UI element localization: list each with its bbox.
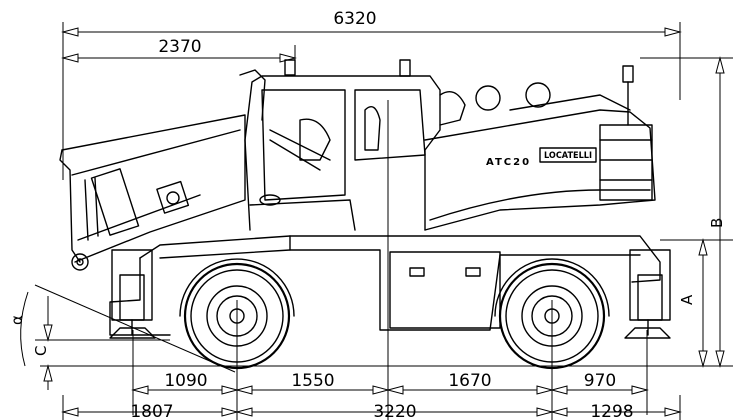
bottom-dimensions-row1: 1090 1550 1670 970 xyxy=(131,240,649,420)
overall-length-dimension: 6320 xyxy=(61,9,682,180)
front-to-axle-value: 1807 xyxy=(130,402,173,420)
front-outrigger xyxy=(109,249,156,339)
boom-overhang-dimension: 2370 xyxy=(61,37,297,70)
boom-overhang-value: 2370 xyxy=(158,37,201,57)
rear-outrigger xyxy=(624,249,671,339)
overall-length-value: 6320 xyxy=(333,9,376,29)
rear-wheel xyxy=(494,258,610,370)
height-a-label: A xyxy=(678,294,696,305)
boom xyxy=(59,59,331,271)
superstructure: ATC20 LOCATELLI xyxy=(399,59,656,231)
front-outrigger-to-axle-value: 1090 xyxy=(164,371,207,391)
clearance-and-angle: C α xyxy=(8,284,700,390)
chassis xyxy=(109,235,661,336)
model-text: ATC20 xyxy=(486,157,531,168)
operator-cab xyxy=(244,75,441,231)
height-b-label: B xyxy=(708,218,726,228)
clearance-c-label: C xyxy=(32,346,50,356)
rear-to-outrigger-value: 1298 xyxy=(590,402,633,420)
angle-alpha-label: α xyxy=(8,315,26,325)
bottom-dimensions-row2: 1807 3220 1298 xyxy=(61,395,682,420)
maker-logo-text: LOCATELLI xyxy=(544,151,592,161)
mid-to-rear-axle-value: 1670 xyxy=(448,371,491,391)
rear-axle-to-rear-outrigger-value: 970 xyxy=(584,371,616,391)
front-wheel xyxy=(179,258,295,370)
wheelbase-value: 3220 xyxy=(373,402,416,420)
front-axle-to-mid-value: 1550 xyxy=(291,371,334,391)
height-dimensions: B A xyxy=(640,56,733,368)
